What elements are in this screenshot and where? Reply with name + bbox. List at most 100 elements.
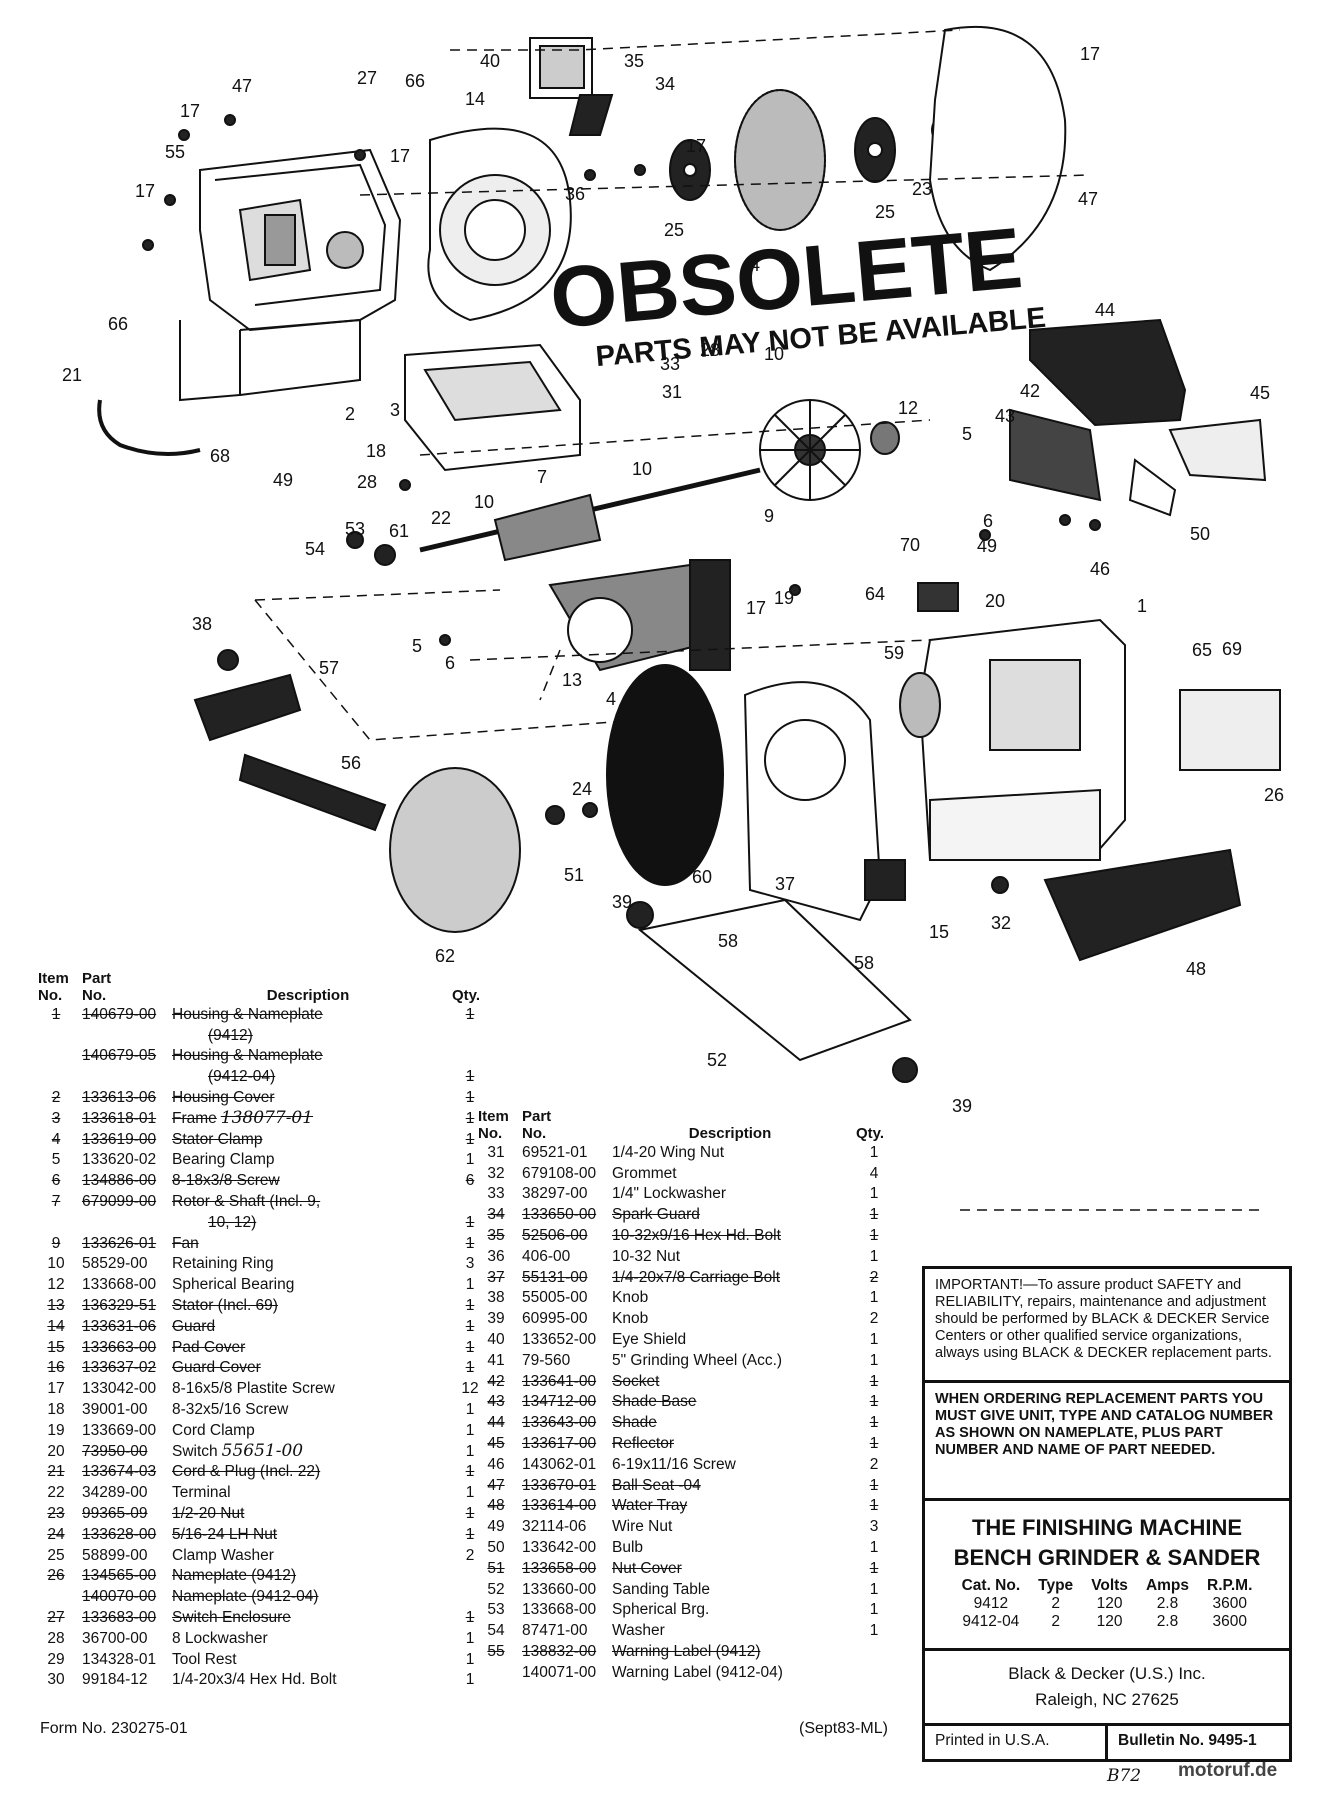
parts-row: (9412) [34, 1025, 492, 1046]
col-description-header: Description [688, 1125, 772, 1142]
part-number: 133643-00 [522, 1414, 597, 1432]
part-number: 134328-01 [82, 1650, 157, 1668]
part-number: 133658-00 [522, 1559, 597, 1577]
grinder-guard-drawing [427, 127, 572, 322]
part-number: 133641-00 [522, 1372, 597, 1390]
part-quantity: 1 [869, 1143, 879, 1161]
part-quantity: 1 [465, 1484, 475, 1502]
callout-label: 47 [1078, 189, 1098, 209]
item-number: 12 [47, 1276, 65, 1294]
part-quantity: 1 [869, 1289, 879, 1307]
parts-row: (9412-04)1 [34, 1066, 492, 1087]
col-qty-header: Qty. [856, 1125, 885, 1142]
callout-label: 28 [700, 340, 720, 360]
item-number: 42 [487, 1372, 505, 1390]
part-description: Housing & Nameplate [172, 1005, 323, 1023]
callout-label: 52 [707, 1050, 727, 1070]
part-description: Washer [612, 1622, 665, 1640]
part-number: 58899-00 [82, 1546, 148, 1564]
part-number: 60995-00 [522, 1310, 588, 1328]
part-number: 133628-00 [82, 1525, 157, 1543]
callout-label: 5 [962, 424, 972, 444]
item-number: 47 [487, 1476, 505, 1494]
item-number: 51 [487, 1559, 505, 1577]
bracket-drawing [238, 753, 387, 832]
bulletin-number: Bulletin No. 9495-1 [1118, 1732, 1257, 1749]
item-number: 36 [487, 1247, 505, 1265]
part-description: Stator (Incl. 69) [172, 1297, 278, 1315]
callout-label: 32 [991, 913, 1011, 933]
part-number: 406-00 [522, 1247, 571, 1265]
part-quantity: 1 [465, 1442, 475, 1460]
part-quantity: 1 [869, 1227, 879, 1245]
spec-value: 3600 [1212, 1613, 1247, 1630]
part-description: Wire Nut [612, 1518, 673, 1536]
part-quantity: 1 [869, 1372, 879, 1390]
part-number: 99365-09 [82, 1505, 148, 1523]
part-number: 79-560 [522, 1351, 571, 1369]
nameplate-drawing [1179, 689, 1281, 771]
part-description: Spark Guard [612, 1206, 700, 1224]
spec-value: 9412 [973, 1595, 1009, 1612]
callout-label: 10 [632, 459, 652, 479]
part-number: 133614-00 [522, 1497, 597, 1515]
callout-label: 9 [764, 506, 774, 526]
callout-label: 15 [929, 922, 949, 942]
item-number [34, 1066, 78, 1087]
item-number: 21 [47, 1463, 65, 1481]
part-description: Terminal [172, 1484, 231, 1502]
part-number: 133617-00 [522, 1435, 597, 1453]
callout-label: 55 [165, 142, 185, 162]
part-description: Stator Clamp [172, 1130, 263, 1148]
part-number: 133670-01 [522, 1476, 597, 1494]
part-description: Housing & Nameplate [172, 1047, 323, 1065]
item-number: 20 [47, 1442, 65, 1460]
company-name: Black & Decker (U.S.) Inc. [1008, 1664, 1206, 1683]
stator-drawing [548, 559, 731, 672]
callout-label: 66 [108, 314, 128, 334]
item-number: 22 [47, 1484, 65, 1502]
item-number: 31 [487, 1143, 505, 1161]
part-number: 133652-00 [522, 1331, 597, 1349]
callout-label: 17 [1080, 44, 1100, 64]
part-description: Clamp Washer [172, 1546, 274, 1564]
part-description: Bearing Clamp [172, 1151, 275, 1169]
item-number: 53 [487, 1601, 505, 1619]
part-quantity: 1 [465, 1109, 475, 1127]
item-number: 19 [47, 1421, 65, 1439]
part-description: Guard [172, 1317, 216, 1335]
callout-label: 27 [357, 68, 377, 88]
sanding-disc-drawing [389, 767, 521, 933]
part-description: Switch Enclosure [172, 1609, 291, 1626]
callout-label: 58 [854, 953, 874, 973]
part-number: 134886-00 [82, 1172, 157, 1190]
product-subtitle: BENCH GRINDER & SANDER [953, 1545, 1261, 1570]
part-quantity: 1 [869, 1206, 879, 1224]
info-footer: Printed in U.S.A. Bulletin No. 9495-1 [925, 1726, 1289, 1759]
part-quantity: 1 [869, 1539, 879, 1557]
part-description: 10-32 Nut [612, 1247, 681, 1265]
part-number: 138832-00 [522, 1643, 597, 1661]
callout-label: 44 [1095, 300, 1115, 320]
callout-label: 39 [612, 892, 632, 912]
item-number: 26 [47, 1567, 65, 1585]
part-description: Water Tray [612, 1497, 688, 1515]
part-quantity: 1 [465, 1068, 475, 1086]
housing-drawing [899, 618, 1126, 861]
part-number: 133663-00 [82, 1338, 157, 1356]
eye-shield-drawing [529, 37, 593, 99]
